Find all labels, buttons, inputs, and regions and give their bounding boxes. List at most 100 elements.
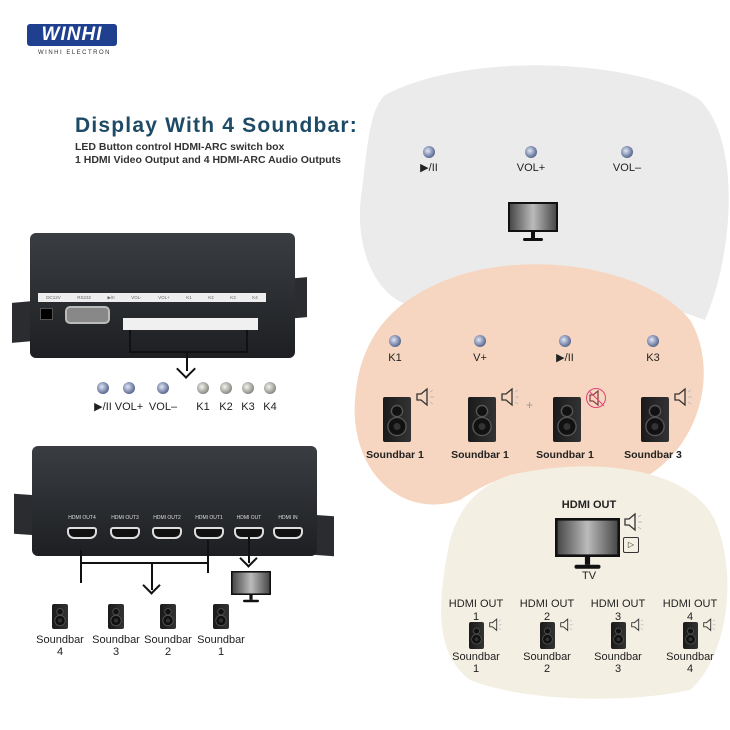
hdmi-out-number: 1 (472, 611, 480, 623)
port-label: HDMI OUT (236, 515, 262, 521)
speaker-icon (468, 397, 496, 442)
button-label: K3 (646, 352, 660, 364)
led-button[interactable] (242, 382, 254, 394)
device-label: K1 (186, 295, 192, 300)
speaker-sound-icon (415, 387, 437, 412)
soundbar-label: Soundbar (523, 651, 571, 663)
tv-label: TV (581, 570, 597, 582)
hdmi-port (110, 527, 140, 539)
device-label: VOL+ (158, 295, 170, 300)
dc-power-jack (40, 308, 53, 320)
soundbar-label: Soundbar (36, 634, 84, 646)
soundbar-number: 2 (543, 663, 551, 675)
brand-logo: WINHI (27, 24, 117, 46)
led-button[interactable] (123, 382, 135, 394)
speaker-sound-icon (623, 512, 645, 537)
speaker-sound-icon (702, 618, 717, 636)
button-label: K3 (241, 401, 255, 413)
hdmi-out-label: HDMI OUT (448, 598, 504, 610)
hdmi-out-number: 4 (686, 611, 694, 623)
led-button[interactable] (157, 382, 169, 394)
brand-tagline: WINHI ELECTRON (38, 50, 112, 56)
port-label: HDMI OUT4 (68, 515, 96, 521)
hdmi-port (152, 527, 182, 539)
switch-box-rear (32, 446, 317, 556)
button-label: VOL– (148, 401, 178, 413)
button-label: VOL+ (516, 162, 546, 174)
device-label: RS232 (77, 295, 91, 300)
hdmi-out-number: 2 (543, 611, 551, 623)
speaker-sound-icon (630, 618, 645, 636)
speaker-sound-icon (559, 618, 574, 636)
hdmi-out-label: HDMI OUT (590, 598, 646, 610)
speaker-icon (611, 622, 626, 649)
soundbar-number: 4 (686, 663, 694, 675)
hdmi-port (67, 527, 97, 539)
hdmi-out-label: HDMI OUT (561, 499, 617, 511)
soundbar-label: Soundbar (92, 634, 140, 646)
subtitle-line-2: 1 HDMI Video Output and 4 HDMI-ARC Audio… (75, 154, 341, 166)
soundbar-label: Soundbar 1 (366, 449, 424, 461)
device-label: ▶/II (107, 294, 115, 300)
speaker-icon (108, 604, 124, 629)
hdmi-port (273, 527, 303, 539)
mute-icon (585, 387, 609, 414)
button-label: K1 (196, 401, 210, 413)
soundbar-label: Soundbar (144, 634, 192, 646)
soundbar-number: 1 (217, 646, 225, 658)
speaker-icon (469, 622, 484, 649)
monitor-icon (231, 571, 271, 603)
soundbar-label: Soundbar (452, 651, 500, 663)
led-button[interactable] (220, 382, 232, 394)
speaker-sound-icon (488, 618, 503, 636)
soundbar-number: 3 (614, 663, 622, 675)
button-label: V+ (473, 352, 487, 364)
button-label: ▶/II (420, 162, 438, 174)
led-button[interactable] (197, 382, 209, 394)
led-button[interactable] (264, 382, 276, 394)
speaker-icon (641, 397, 669, 442)
led-button[interactable] (97, 382, 109, 394)
port-label: HDMI OUT1 (195, 515, 223, 521)
led-button[interactable] (621, 146, 633, 158)
plus-sign: + (526, 398, 534, 412)
terminal-block (123, 318, 258, 330)
led-button[interactable] (474, 335, 486, 347)
speaker-icon (52, 604, 68, 629)
device-label: VOL- (131, 295, 142, 300)
rs232-port (65, 306, 110, 324)
soundbar-label: Soundbar 3 (624, 449, 682, 461)
led-button[interactable] (647, 335, 659, 347)
soundbar-label: Soundbar (197, 634, 245, 646)
speaker-icon (683, 622, 698, 649)
soundbar-label: Soundbar (666, 651, 714, 663)
button-label: ▶/II (556, 352, 574, 364)
soundbar-label: Soundbar (594, 651, 642, 663)
monitor-icon (508, 202, 558, 242)
speaker-icon (160, 604, 176, 629)
hdmi-out-label: HDMI OUT (519, 598, 575, 610)
led-button[interactable] (423, 146, 435, 158)
device-label: K4 (252, 295, 258, 300)
page-title: Display With 4 Soundbar: (75, 114, 358, 137)
port-label: HDMI IN (278, 515, 298, 521)
led-button[interactable] (559, 335, 571, 347)
button-label: VOL+ (114, 401, 144, 413)
hdmi-port (194, 527, 224, 539)
speaker-icon (213, 604, 229, 629)
soundbar-number: 1 (472, 663, 480, 675)
button-label: ▶/II (94, 401, 112, 413)
speaker-sound-icon (500, 387, 522, 412)
button-label: VOL– (612, 162, 642, 174)
button-label: K2 (219, 401, 233, 413)
device-label: DC12V (46, 295, 61, 300)
soundbar-label: Soundbar 1 (451, 449, 509, 461)
button-label: K1 (388, 352, 402, 364)
led-button[interactable] (525, 146, 537, 158)
port-label: HDMI OUT3 (111, 515, 139, 521)
port-label: HDMI OUT2 (153, 515, 181, 521)
subtitle-line-1: LED Button control HDMI-ARC switch box (75, 141, 285, 153)
led-button[interactable] (389, 335, 401, 347)
